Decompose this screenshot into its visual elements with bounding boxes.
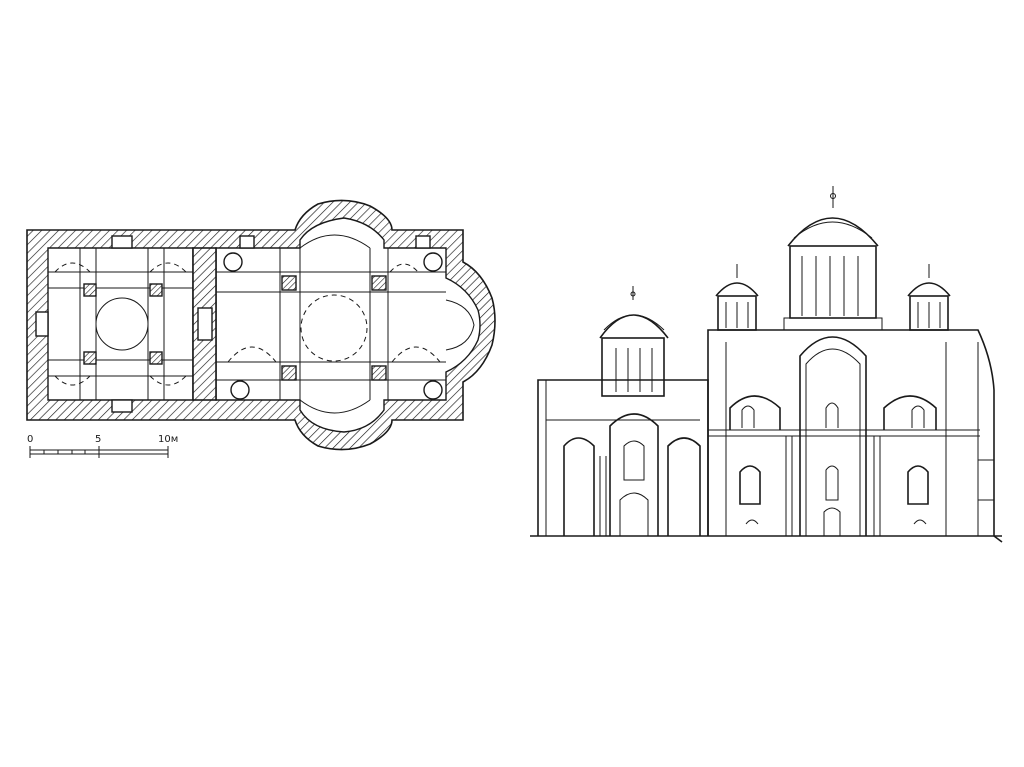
plan-pier	[149, 351, 163, 365]
floor-plan: 0 5 10м	[26, 199, 496, 458]
corner-dome-drum	[715, 264, 759, 331]
section-elevation	[530, 186, 1003, 543]
plan-column	[423, 380, 443, 400]
plan-pier	[371, 365, 387, 381]
plan-narthex-interior	[47, 247, 194, 401]
scale-tick-label: 0	[27, 434, 33, 445]
plan-narthex-grid	[35, 235, 193, 413]
corner-dome-drum	[907, 264, 951, 331]
plan-column	[230, 380, 250, 400]
plan-naos-grid	[216, 234, 446, 414]
plan-pier	[281, 275, 297, 291]
naos-block	[707, 329, 995, 536]
east-apse	[978, 459, 994, 501]
plan-pier	[149, 283, 163, 297]
west-dome-drum	[599, 286, 669, 397]
plan-pier	[83, 351, 97, 365]
plan-column	[223, 252, 243, 272]
main-dome-drum	[783, 186, 883, 331]
scale-bar: 0 5 10м	[27, 434, 178, 458]
scale-tick-label: 5	[95, 434, 101, 445]
plan-pier	[83, 283, 97, 297]
plan-pier	[371, 275, 387, 291]
plan-column	[423, 252, 443, 272]
plan-pier	[281, 365, 297, 381]
scale-tick-label: 10м	[158, 434, 178, 445]
plan-naos-interior	[215, 217, 481, 433]
plan-apse	[445, 299, 475, 351]
